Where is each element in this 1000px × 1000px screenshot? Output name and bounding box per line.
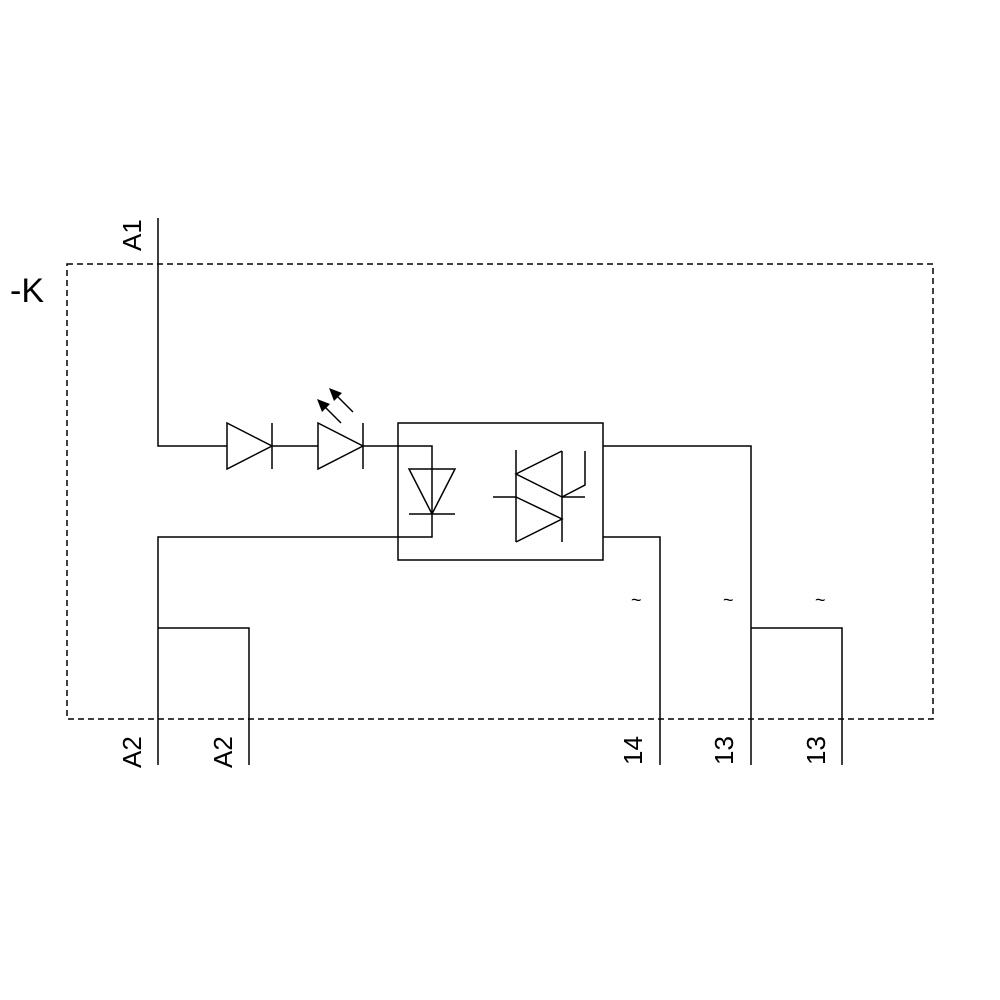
wire-a1: [157, 218, 227, 447]
triac-icon: [493, 450, 586, 543]
wire-a2-bridge: [158, 627, 250, 765]
device-boundary-dashed: [66, 263, 934, 720]
wire-13: [603, 445, 752, 765]
terminal-a2-label: A2: [208, 736, 238, 768]
wire-14: [603, 536, 661, 765]
ac-symbol: ~: [723, 590, 734, 610]
ac-symbol: ~: [815, 590, 826, 610]
optocoupler-box: [397, 422, 604, 561]
device-label: -K: [10, 272, 44, 310]
wire-13-bridge: [751, 627, 843, 765]
terminal-13-label: 13: [801, 736, 831, 765]
wire-internal: [157, 445, 433, 765]
terminal-14-label: 14: [618, 736, 648, 765]
terminal-a1-label: A1: [117, 219, 147, 251]
led-icon: [317, 388, 365, 471]
ac-symbol: ~: [631, 590, 642, 610]
terminal-a2-label: A2: [117, 736, 147, 768]
terminal-13-label: 13: [709, 736, 739, 765]
diode-icon: [226, 421, 274, 471]
photodiode-icon: [407, 468, 457, 516]
